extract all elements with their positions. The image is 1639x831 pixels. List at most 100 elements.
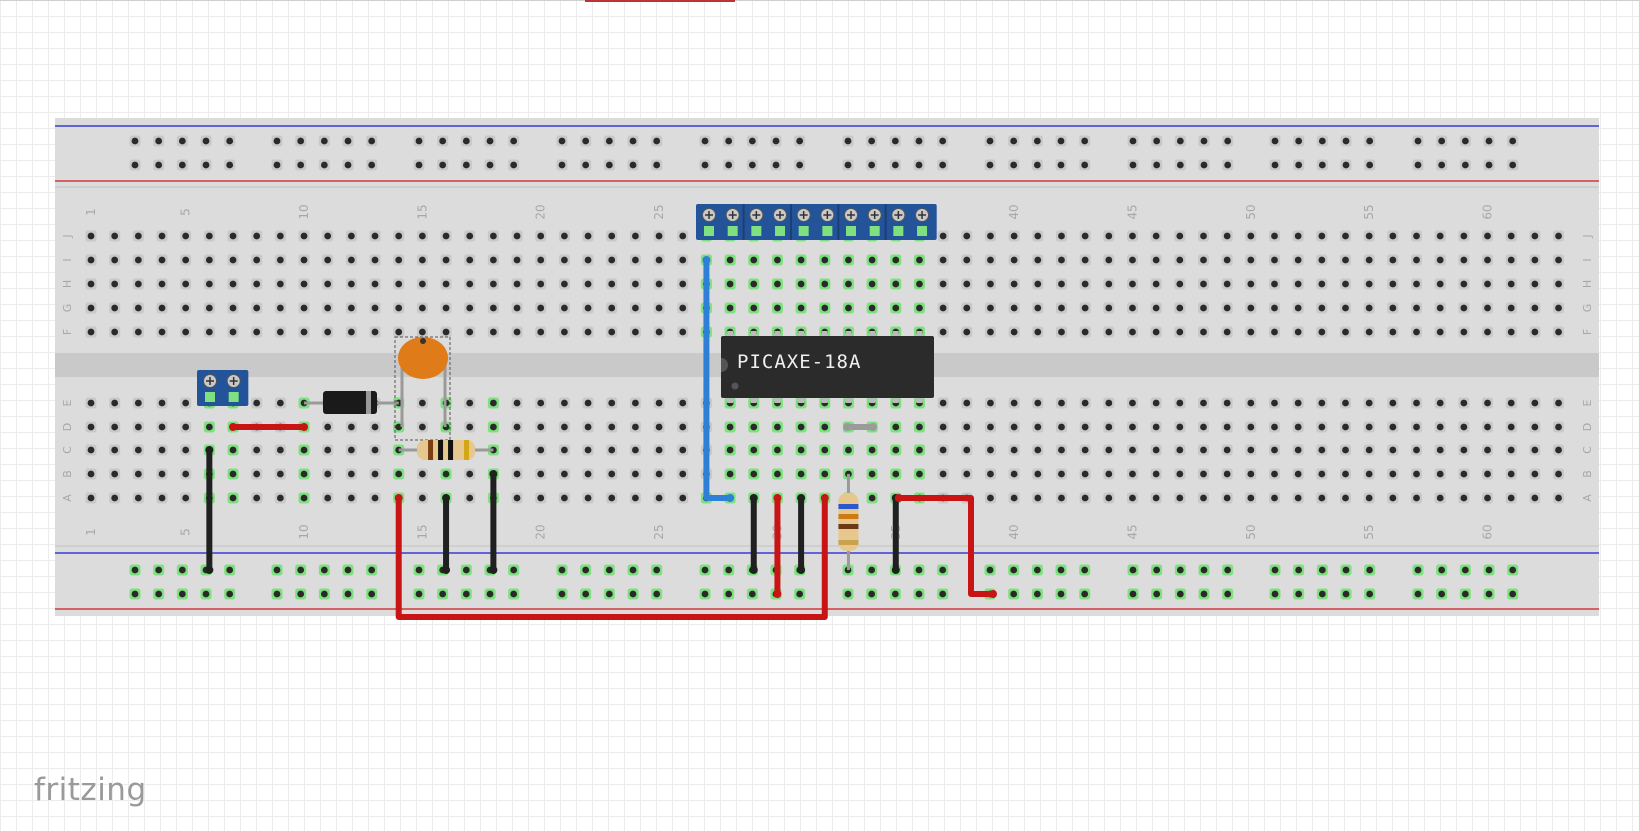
grid-hole[interactable] (1342, 328, 1349, 336)
grid-hole[interactable] (466, 470, 474, 478)
grid-hole[interactable] (253, 399, 261, 407)
grid-hole[interactable] (1484, 232, 1491, 240)
grid-hole[interactable] (1058, 328, 1065, 336)
grid-hole[interactable] (1389, 470, 1397, 478)
grid-hole[interactable] (489, 304, 497, 312)
grid-hole[interactable] (916, 256, 923, 264)
rail-hole-top[interactable] (1366, 161, 1374, 169)
grid-hole[interactable] (892, 423, 900, 431)
grid-hole[interactable] (608, 494, 616, 502)
grid-hole[interactable] (963, 399, 971, 407)
grid-hole[interactable] (1460, 399, 1468, 407)
grid-hole[interactable] (1081, 423, 1089, 431)
grid-hole[interactable] (1223, 470, 1231, 478)
grid-hole[interactable] (561, 328, 568, 336)
grid-hole[interactable] (584, 399, 592, 407)
rail-hole-top[interactable] (178, 137, 186, 145)
grid-hole[interactable] (584, 304, 592, 312)
rail-hole-bottom[interactable] (629, 590, 637, 598)
grid-hole[interactable] (489, 280, 497, 288)
rail-hole-bottom[interactable] (605, 590, 613, 598)
grid-hole[interactable] (229, 304, 237, 312)
grid-hole[interactable] (442, 304, 450, 312)
rail-hole-bottom[interactable] (558, 566, 566, 574)
grid-hole[interactable] (158, 494, 166, 502)
grid-hole[interactable] (750, 304, 758, 312)
grid-hole[interactable] (1365, 256, 1373, 264)
rail-hole-bottom[interactable] (1176, 590, 1184, 598)
grid-hole[interactable] (300, 232, 308, 240)
grid-hole[interactable] (1365, 399, 1373, 407)
grid-hole[interactable] (1507, 423, 1515, 431)
grid-hole[interactable] (1342, 256, 1349, 264)
grid-hole[interactable] (418, 328, 426, 336)
grid-hole[interactable] (111, 470, 119, 478)
grid-hole[interactable] (1294, 328, 1302, 336)
grid-hole[interactable] (797, 423, 805, 431)
grid-hole[interactable] (347, 470, 355, 478)
grid-hole[interactable] (513, 280, 521, 288)
grid-hole[interactable] (1129, 280, 1136, 288)
rail-hole-top[interactable] (605, 137, 613, 145)
grid-hole[interactable] (750, 256, 758, 264)
grid-hole[interactable] (1081, 399, 1089, 407)
rail-hole-bottom[interactable] (297, 566, 305, 574)
grid-hole[interactable] (987, 470, 994, 478)
grid-hole[interactable] (276, 494, 284, 502)
grid-hole[interactable] (466, 232, 474, 240)
rail-hole-bottom[interactable] (510, 566, 518, 574)
grid-hole[interactable] (1176, 399, 1184, 407)
grid-hole[interactable] (774, 423, 781, 431)
grid-hole[interactable] (1531, 232, 1539, 240)
grid-hole[interactable] (1010, 304, 1018, 312)
grid-hole[interactable] (229, 494, 237, 502)
grid-hole[interactable] (1436, 494, 1444, 502)
grid-hole[interactable] (1223, 423, 1231, 431)
grid-hole[interactable] (939, 423, 947, 431)
grid-hole[interactable] (371, 232, 379, 240)
grid-hole[interactable] (1129, 494, 1136, 502)
grid-hole[interactable] (726, 423, 734, 431)
grid-hole[interactable] (1389, 280, 1397, 288)
grid-hole[interactable] (679, 256, 687, 264)
grid-hole[interactable] (205, 232, 213, 240)
grid-hole[interactable] (1342, 280, 1349, 288)
grid-hole[interactable] (1010, 446, 1018, 454)
rail-hole-bottom[interactable] (320, 566, 328, 574)
grid-hole[interactable] (347, 446, 355, 454)
rail-hole-top[interactable] (748, 161, 756, 169)
grid-hole[interactable] (1460, 494, 1468, 502)
grid-hole[interactable] (1223, 494, 1231, 502)
grid-hole[interactable] (939, 256, 947, 264)
rail-hole-bottom[interactable] (844, 590, 852, 598)
grid-hole[interactable] (1247, 328, 1255, 336)
grid-hole[interactable] (963, 280, 971, 288)
grid-hole[interactable] (1365, 232, 1373, 240)
grid-hole[interactable] (1058, 304, 1065, 312)
grid-hole[interactable] (1342, 423, 1349, 431)
grid-hole[interactable] (1318, 280, 1326, 288)
rail-hole-bottom[interactable] (1414, 590, 1422, 598)
grid-hole[interactable] (939, 399, 947, 407)
grid-hole[interactable] (1507, 304, 1515, 312)
rail-hole-top[interactable] (796, 161, 804, 169)
grid-hole[interactable] (253, 232, 261, 240)
grid-hole[interactable] (229, 470, 237, 478)
grid-hole[interactable] (1010, 280, 1018, 288)
grid-hole[interactable] (1129, 256, 1136, 264)
grid-hole[interactable] (797, 256, 805, 264)
grid-hole[interactable] (111, 280, 119, 288)
grid-hole[interactable] (987, 423, 994, 431)
grid-hole[interactable] (229, 232, 237, 240)
grid-hole[interactable] (1105, 470, 1113, 478)
grid-hole[interactable] (1152, 256, 1160, 264)
rail-hole-bottom[interactable] (939, 566, 947, 574)
rail-hole-bottom[interactable] (486, 590, 494, 598)
grid-hole[interactable] (1271, 423, 1278, 431)
grid-hole[interactable] (1555, 446, 1562, 454)
grid-hole[interactable] (418, 399, 426, 407)
grid-hole[interactable] (537, 232, 545, 240)
grid-hole[interactable] (774, 280, 781, 288)
grid-hole[interactable] (726, 280, 734, 288)
grid-hole[interactable] (253, 256, 261, 264)
